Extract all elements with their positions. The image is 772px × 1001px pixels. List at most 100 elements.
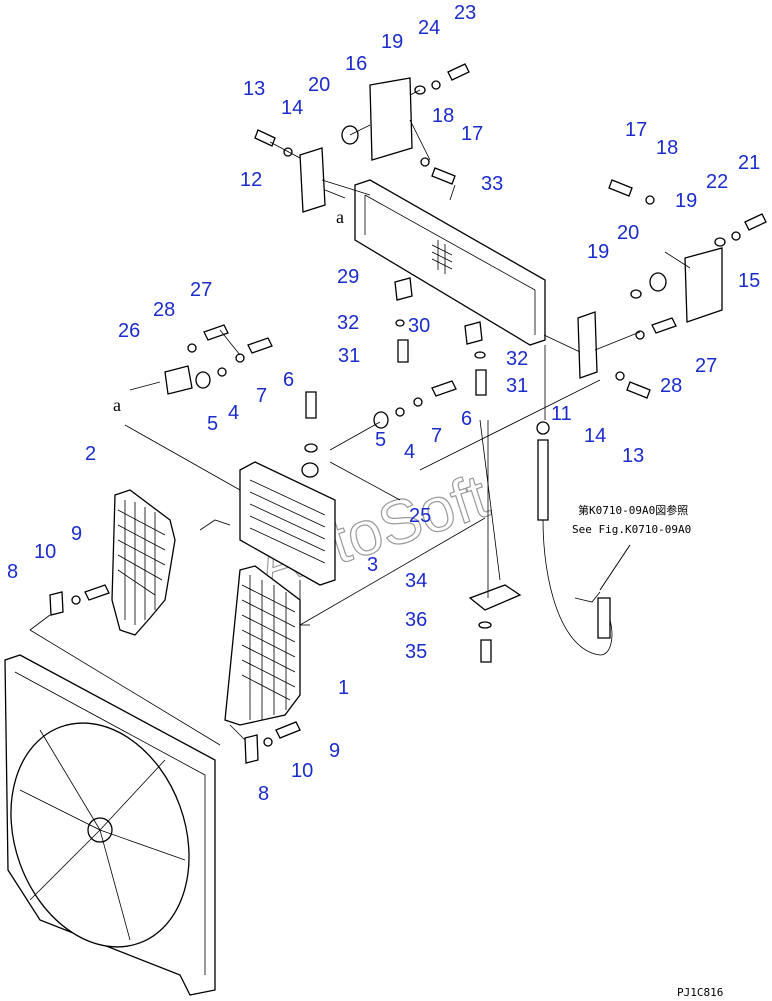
bolt-17-top [431,167,456,185]
connector-a-left: a [113,395,121,415]
callout-32-left: 32 [337,312,359,334]
bolt-35 [480,639,492,663]
bolt-21 [744,213,767,231]
bolt-6-mid [431,380,457,397]
guard-1 [224,565,301,764]
bolt-17-right [608,179,633,197]
bushing-20-right [649,272,667,292]
sensor-fitting [536,421,550,435]
callout-31-left: 31 [338,345,360,367]
callout-4-mid: 4 [404,441,415,463]
callout-14-right: 14 [584,425,606,447]
washer-19-right2 [714,237,726,247]
tank-33-grid [431,240,453,274]
callout-18-right: 18 [656,137,678,159]
bolt-27-left [203,324,229,341]
left-fastener-group [124,324,457,501]
washer-10-right [263,737,273,747]
nut-4-mid [395,407,405,417]
callout-21: 21 [738,152,760,174]
washer-14-right [615,371,625,381]
washer-7-mid [413,397,423,407]
callout-17-right: 17 [625,119,647,141]
guard-1-body [224,565,301,726]
bolt-31-left [397,339,409,363]
callout-19-right: 19 [675,190,697,212]
shroud-3-body [239,461,336,586]
callout-19-right2: 19 [587,241,609,263]
callout-3: 3 [367,554,378,576]
callout-23: 23 [454,2,476,24]
callout-8-left: 8 [7,561,18,583]
callout-22: 22 [706,171,728,193]
callout-5-mid: 5 [375,429,386,451]
bracket-26 [164,365,193,395]
washer-22 [731,231,741,241]
reference-note-en: See Fig.K0710-09A0 [572,523,691,536]
callout-14-top: 14 [281,97,303,119]
callout-9-left: 9 [71,523,82,545]
callout-7-mid: 7 [431,425,442,447]
washer-18-right [645,195,655,205]
callout-17-top: 17 [461,123,483,145]
washer-24 [431,80,441,90]
callout-36: 36 [405,609,427,631]
bushing-5-mid [373,411,389,429]
bolt-13-right [626,381,651,399]
callout-33: 33 [481,173,503,195]
bolt-31-right [475,369,487,396]
bracket-12 [299,147,326,213]
callout-30: 30 [408,315,430,337]
shroud-3 [199,461,336,586]
fan-shroud-assembly [4,654,216,996]
upper-left-bracket-group [254,63,470,213]
mount-25 [301,462,319,478]
bracket-11 [577,311,598,379]
fan-blades [19,729,186,941]
figure-code: PJ1C816 [677,986,723,999]
washer-36 [478,621,492,629]
callout-31-right: 31 [506,375,528,397]
callout-27-left: 27 [190,279,212,301]
bolt-25 [305,391,317,419]
callout-29: 29 [337,266,359,288]
callout-25: 25 [409,505,431,527]
washer-7-left [235,353,245,363]
bracket-8-right [244,734,259,764]
callout-9-right: 9 [329,740,340,762]
callout-5-left: 5 [207,413,218,435]
reference-note-jp: 第K0710-09A0図参照 [578,503,688,517]
guard-2-body [111,489,176,636]
upper-tank-33 [354,179,546,346]
callout-34: 34 [405,570,427,592]
callout-24: 24 [418,17,440,39]
leader-lines [29,89,601,746]
bolt-23 [447,63,470,81]
clip-29 [394,277,413,301]
callout-18-top: 18 [432,105,454,127]
sensor-tube [537,439,549,521]
bracket-34 [468,584,522,611]
mid-fastener-group [394,277,487,396]
callout-27-right: 27 [695,355,717,377]
callout-35: 35 [405,641,427,663]
callout-4-left: 4 [228,402,239,424]
callout-19-top: 19 [381,31,403,53]
callout-11: 11 [551,403,572,425]
callout-20-top: 20 [308,74,330,96]
bolt-9-right [275,721,301,739]
washer-19-right [630,289,642,299]
bracket-8-left [49,591,64,616]
callout-16: 16 [345,53,367,75]
callout-12: 12 [240,169,262,191]
callout-6-mid: 6 [461,408,472,430]
washer-32-right [474,351,486,359]
callout-28-right: 28 [660,375,682,397]
plate-16 [369,77,413,161]
washer-10-left [71,595,81,605]
plate-15 [684,247,723,323]
callout-10-right: 10 [291,760,313,782]
tank-33-body [354,179,546,346]
callout-20-right: 20 [617,222,639,244]
